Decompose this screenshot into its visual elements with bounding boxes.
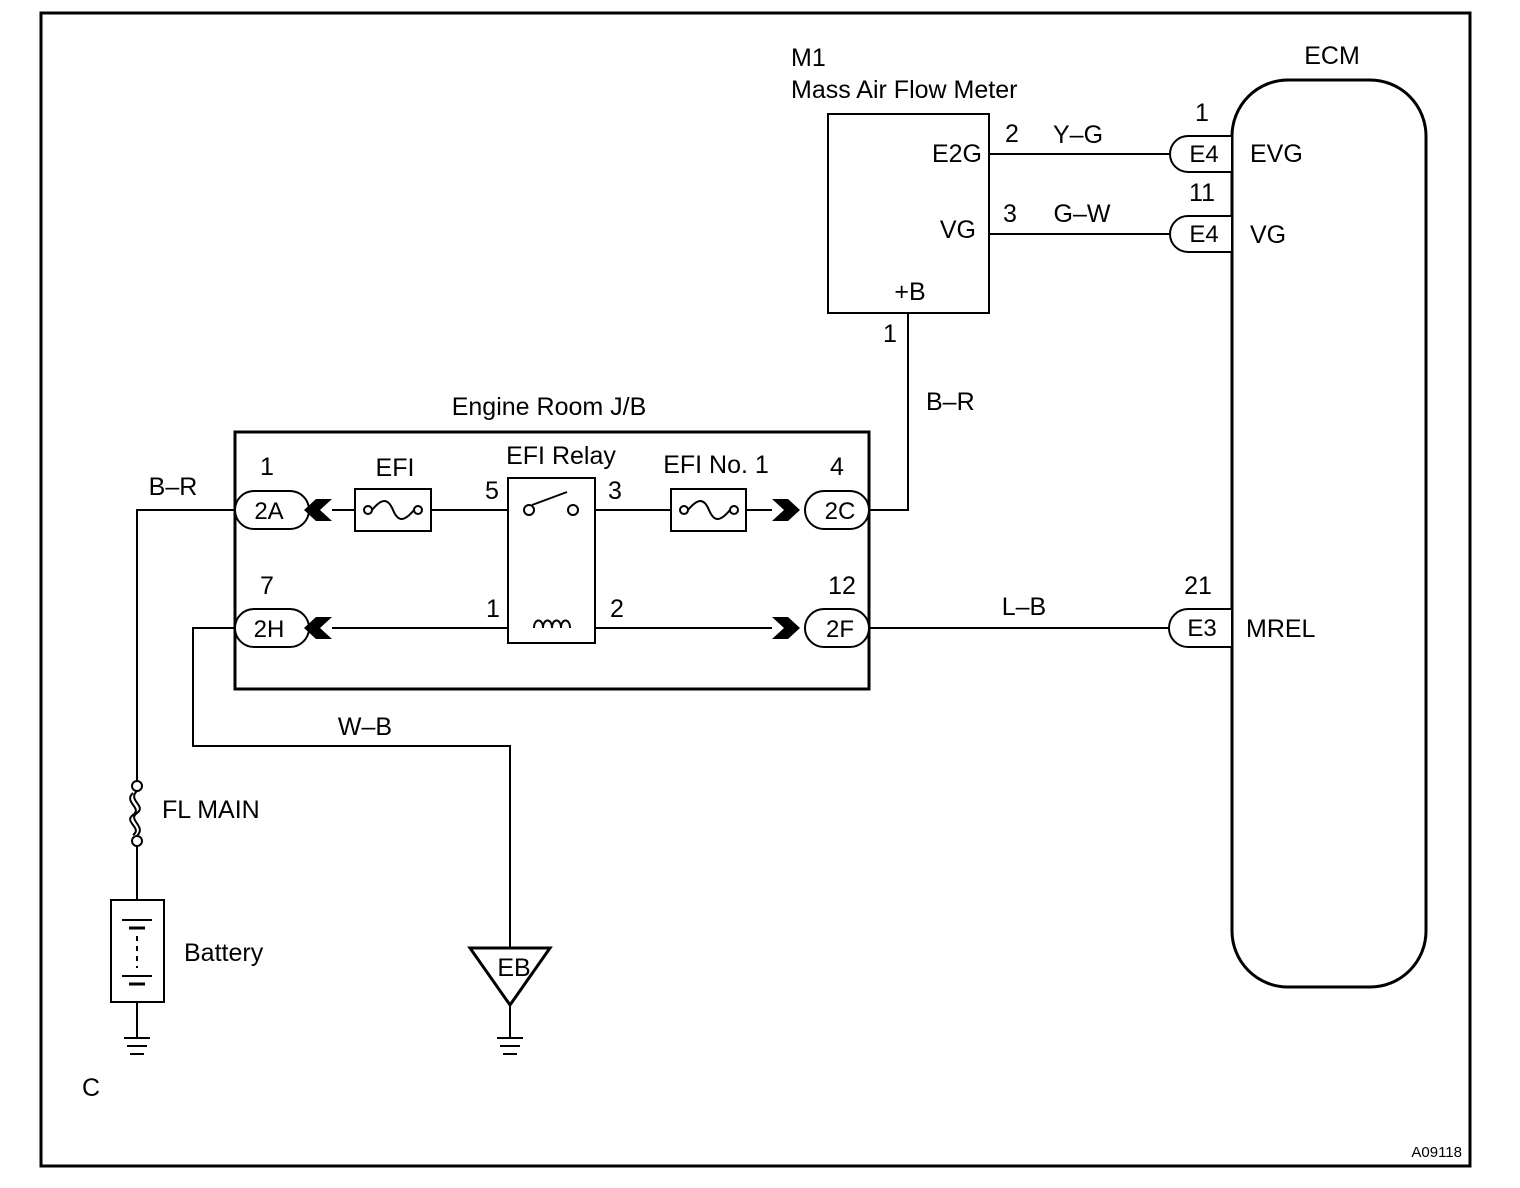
connector-label: 2H xyxy=(254,616,285,643)
wire-color-g-w: G–W xyxy=(1054,200,1111,228)
relay-label: EFI Relay xyxy=(506,442,616,470)
ecm: ECM xyxy=(1230,42,1428,989)
connector-label: E4 xyxy=(1189,141,1218,168)
jb-connector-2a: 2A 1 xyxy=(234,453,332,530)
relay-pin-2: 2 xyxy=(610,595,624,623)
connector-label: 2A xyxy=(254,498,283,525)
wire-color-b-r-battery: B–R xyxy=(149,473,198,501)
maf-pin-b: 1 xyxy=(883,320,897,348)
pin-number: 4 xyxy=(830,453,844,481)
figure-id: A09118 xyxy=(1411,1144,1462,1161)
diagram-frame xyxy=(39,11,1472,1168)
wire-maf-b-to-jb xyxy=(869,313,909,511)
pin-number: 21 xyxy=(1184,572,1212,600)
connector-arrow-icon xyxy=(772,499,800,521)
pin-number: 1 xyxy=(1195,99,1209,127)
ground-point-eb: EB xyxy=(467,946,553,1055)
maf-terminal-e2g: E2G xyxy=(932,140,982,168)
fuse-efi-no1: EFI No. 1 xyxy=(663,451,769,532)
maf-pin-e2g: 2 xyxy=(1005,120,1019,148)
jb-connector-2c: 2C 4 xyxy=(772,453,870,530)
connector-arrow-icon xyxy=(304,617,332,639)
connector-arrow-icon xyxy=(772,617,800,639)
ecm-connector-evg: E4 1 EVG xyxy=(1169,99,1303,173)
jb-title: Engine Room J/B xyxy=(452,393,647,421)
connector-label: 2C xyxy=(825,498,856,525)
maf-pin-vg: 3 xyxy=(1003,200,1017,228)
wire-color-l-b: L–B xyxy=(1002,593,1046,621)
pin-number: 12 xyxy=(828,572,856,600)
fl-main-label: FL MAIN xyxy=(162,796,260,824)
battery-ground-icon xyxy=(124,1037,150,1055)
pin-number: 11 xyxy=(1189,179,1215,207)
maf-name: Mass Air Flow Meter xyxy=(791,76,1017,104)
battery: Battery xyxy=(110,899,264,1003)
connector-label: E4 xyxy=(1189,221,1218,248)
ground-point-label: EB xyxy=(497,954,530,982)
fusible-link-fl-main: FL MAIN xyxy=(129,780,260,847)
relay-contact xyxy=(567,504,579,516)
wire-ground-w-b xyxy=(192,627,511,948)
relay-switch xyxy=(531,491,568,506)
jb-connector-2f: 2F 12 xyxy=(772,572,870,648)
efi-relay: EFI Relay 5 3 1 2 xyxy=(485,442,624,644)
fuse-efi-label: EFI xyxy=(376,454,415,482)
jb-connector-2h: 2H 7 xyxy=(234,572,332,648)
engine-room-junction-block: Engine Room J/B xyxy=(233,393,871,691)
relay-pin-5: 5 xyxy=(485,477,499,505)
corner-label: C xyxy=(82,1074,100,1102)
ecm-body xyxy=(1230,78,1428,989)
ecm-connector-mrel: E3 21 MREL xyxy=(1168,572,1316,648)
maf-code: M1 xyxy=(791,44,826,72)
relay-body xyxy=(507,477,596,644)
ecm-title: ECM xyxy=(1304,42,1360,70)
pin-number: 1 xyxy=(260,453,274,481)
connector-label: 2F xyxy=(826,616,854,643)
battery-label: Battery xyxy=(184,939,264,967)
ecm-connector-vg: E4 11 VG xyxy=(1169,179,1286,253)
terminal-name: VG xyxy=(1250,221,1286,249)
maf-body xyxy=(827,113,990,314)
relay-pin-3: 3 xyxy=(608,477,622,505)
wire-color-b-r-maf: B–R xyxy=(926,388,975,416)
relay-contact xyxy=(523,504,535,516)
wire-color-y-g: Y–G xyxy=(1053,121,1103,149)
jb-body xyxy=(233,430,871,691)
maf-terminal-vg: VG xyxy=(940,216,976,244)
relay-pin-1: 1 xyxy=(486,595,500,623)
wire-color-w-b: W–B xyxy=(338,713,392,741)
terminal-name: EVG xyxy=(1250,140,1303,168)
ground-triangle-icon xyxy=(467,946,553,1008)
maf-terminal-b: +B xyxy=(894,278,925,306)
mass-air-flow-meter: M1 Mass Air Flow Meter E2G VG +B 2 3 1 xyxy=(791,44,1019,348)
fuse-efi-no1-label: EFI No. 1 xyxy=(663,451,769,479)
connector-label: E3 xyxy=(1187,615,1216,642)
terminal-name: MREL xyxy=(1246,615,1316,643)
fuse-efi: EFI xyxy=(354,454,432,532)
connector-arrow-icon xyxy=(304,499,332,521)
wire-battery-to-jb xyxy=(136,509,235,780)
pin-number: 7 xyxy=(260,572,274,600)
relay-coil xyxy=(533,619,571,629)
